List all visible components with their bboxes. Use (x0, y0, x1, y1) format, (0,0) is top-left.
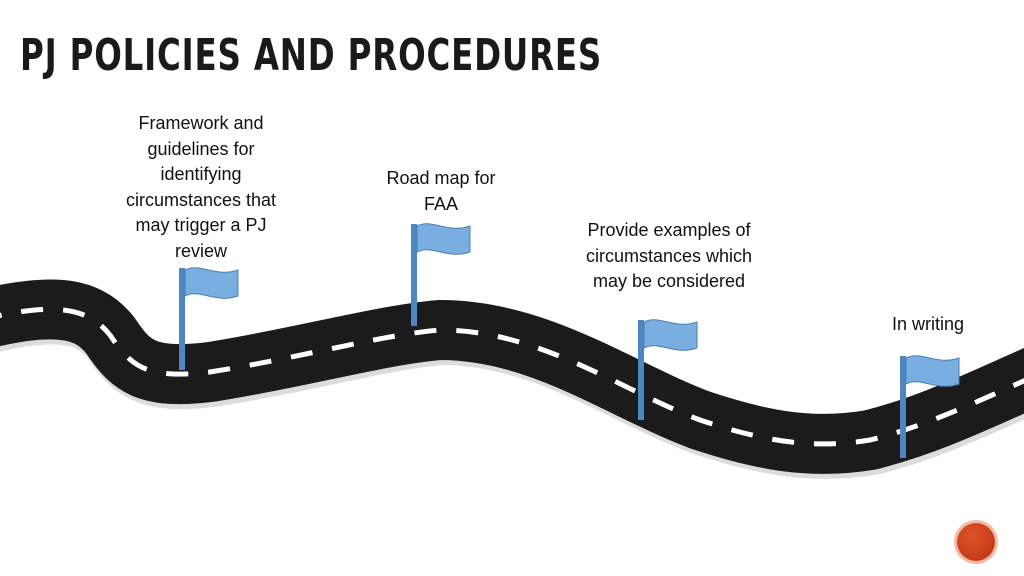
flag-icon (900, 355, 960, 458)
road (0, 279, 1024, 474)
flag-icon (638, 319, 698, 420)
milestone-label: Provide examples of circumstances which … (585, 220, 753, 291)
milestone-label: In writing (891, 314, 965, 334)
slide-number-badge (957, 523, 995, 561)
lane-marking (0, 306, 1024, 447)
milestone-label: Road map for FAA (386, 168, 496, 214)
flag-icon (179, 267, 239, 370)
page-title: PJ Policies and Procedures (20, 30, 603, 81)
flag-icon (411, 223, 471, 326)
milestone-label: Framework and guidelines for identifying… (125, 113, 277, 261)
